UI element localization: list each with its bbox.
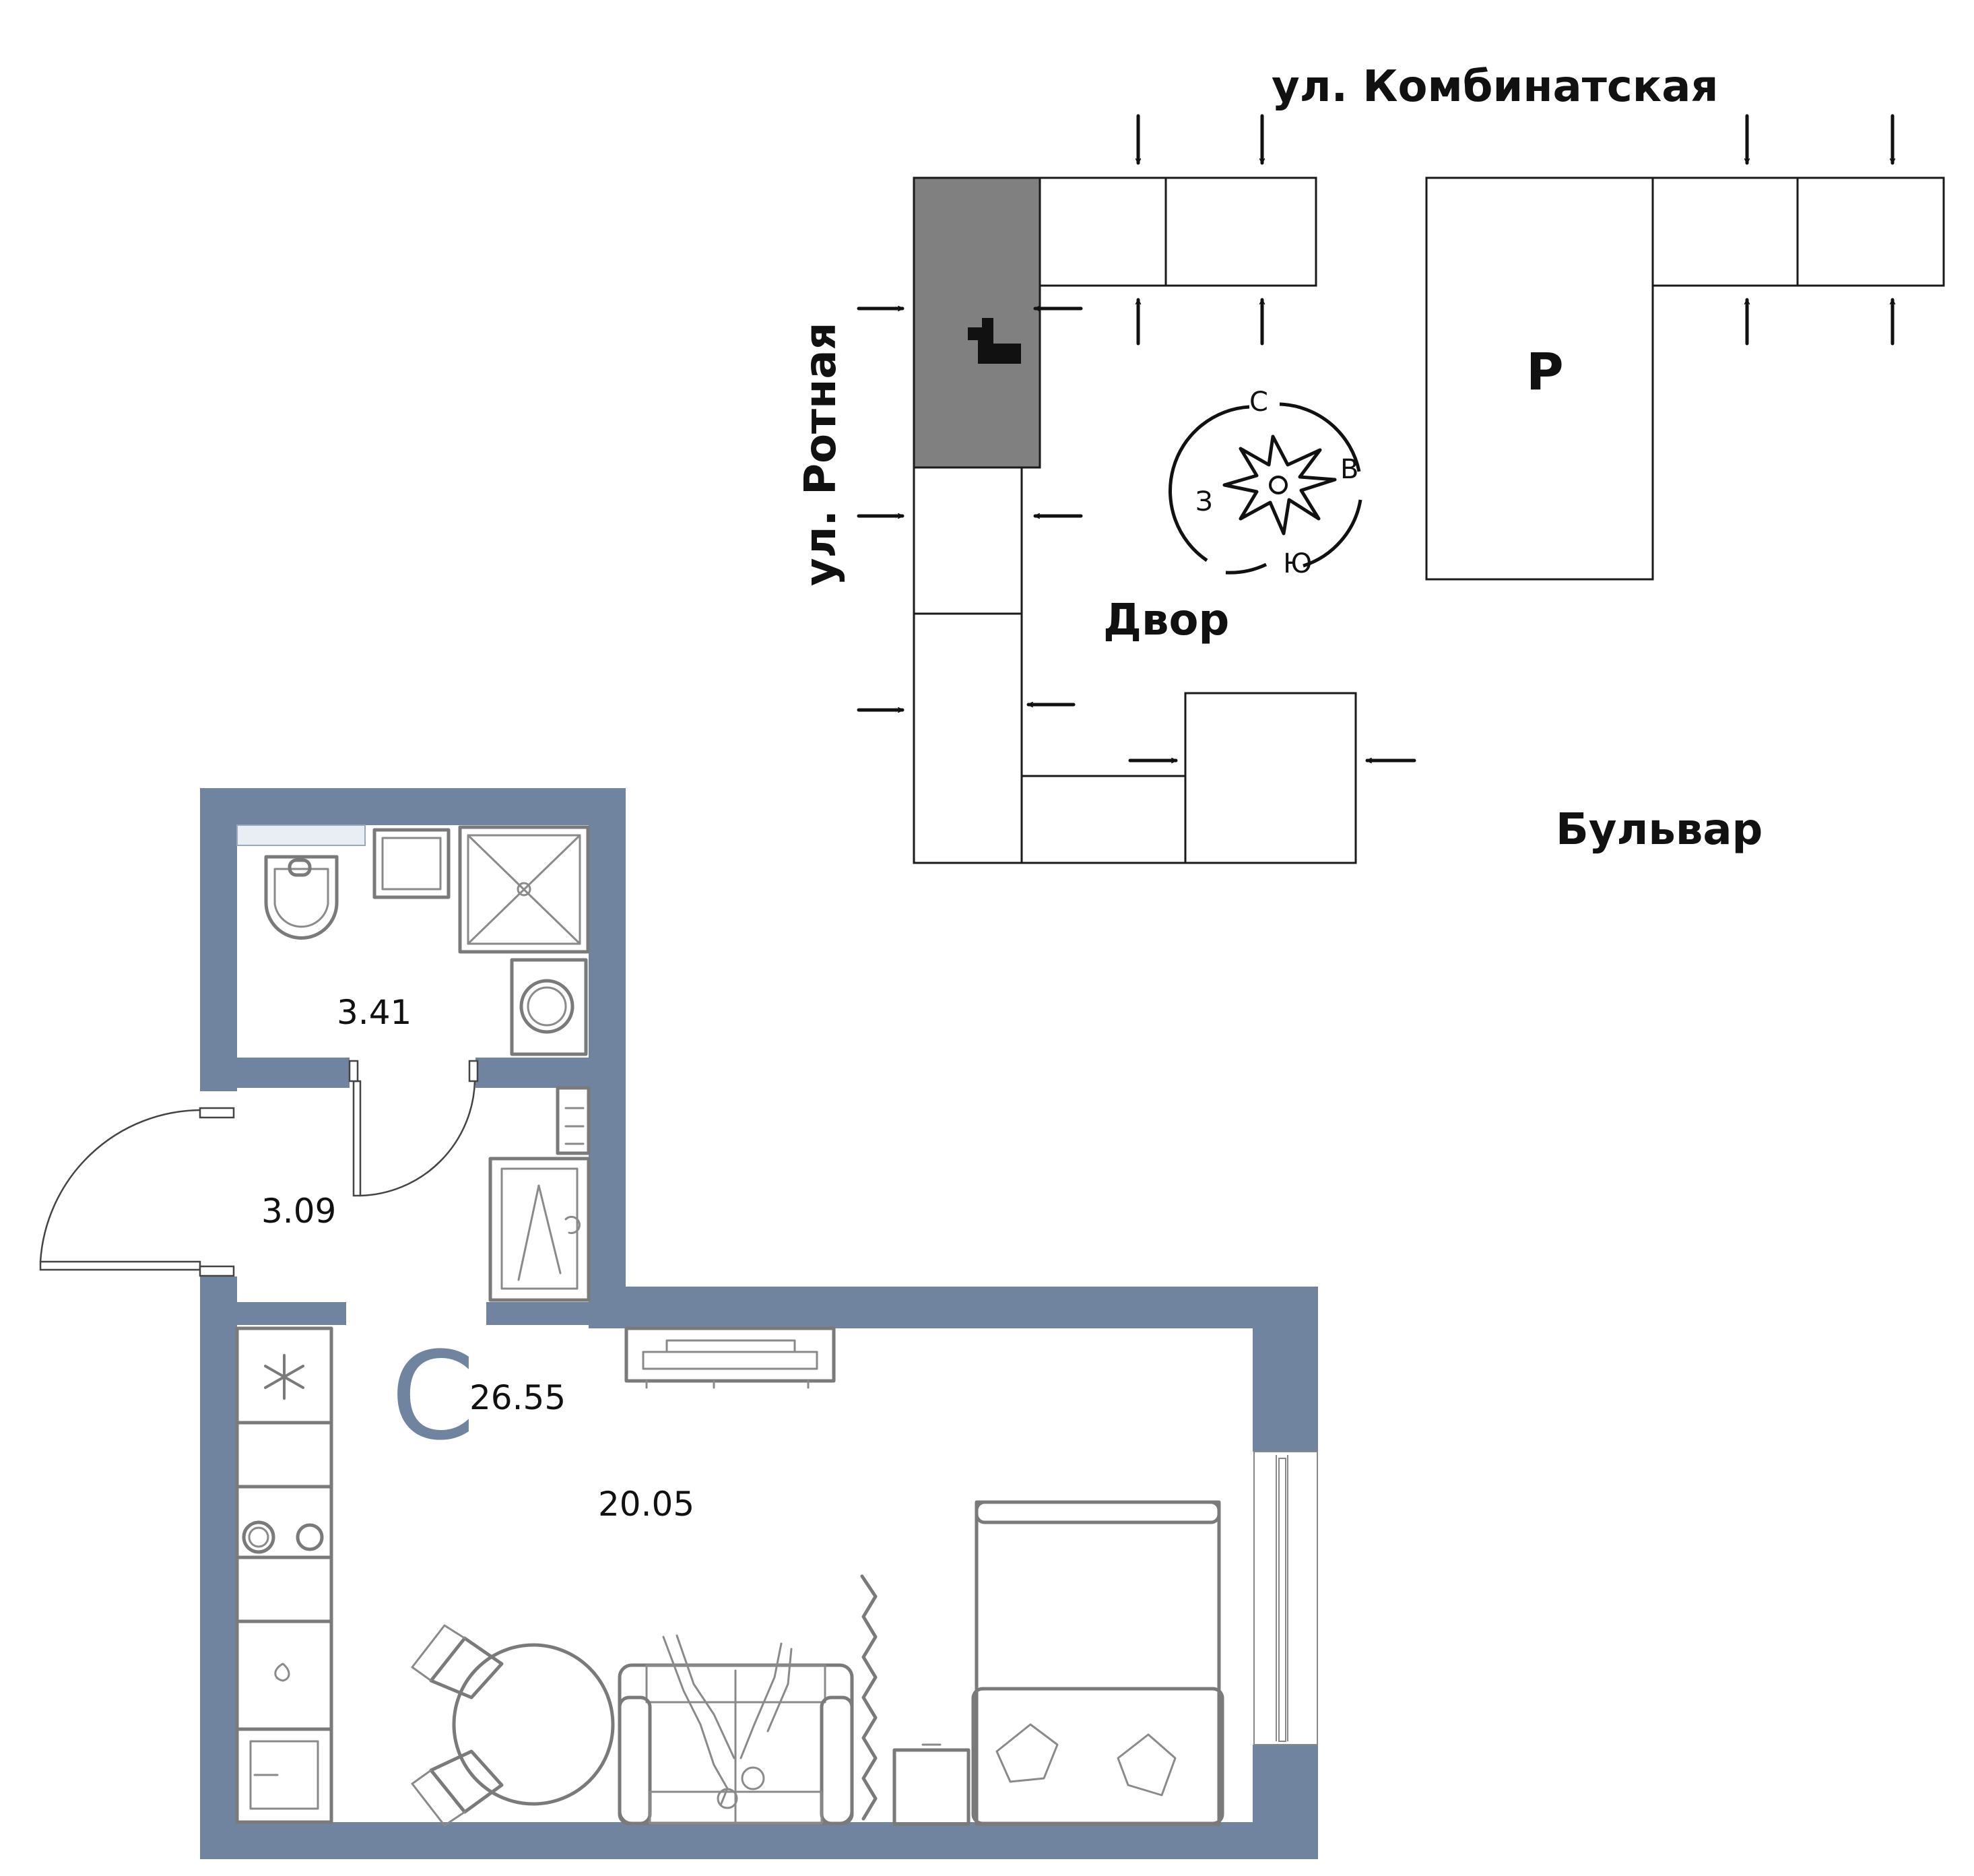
site-plan: ул. Комбинатская ул. Ротная Двор Бульвар… (796, 62, 1945, 864)
compass-south: Ю (1283, 548, 1312, 579)
building-section (1796, 176, 1945, 287)
compass-rose: С В З Ю (1169, 387, 1362, 579)
bathroom-fixtures (264, 825, 590, 1056)
wardrobe (488, 1086, 591, 1302)
floor-plan: 3.41 3.09 20.05 С 26.55 (39, 788, 1318, 1859)
washing-machine (510, 958, 588, 1056)
bathroom-window (236, 824, 366, 846)
building-highlighted-section (913, 176, 1041, 469)
bathroom-area-label: 3.41 (337, 993, 412, 1032)
building-section (1020, 775, 1187, 864)
building-section (1164, 176, 1317, 287)
walls (200, 788, 1318, 1859)
building-section (1651, 176, 1799, 287)
shower-tray (458, 825, 590, 954)
street-north-label: ул. Комбинатская (1272, 62, 1718, 112)
room-divider (860, 1574, 878, 1821)
sink (372, 828, 451, 899)
apartment-type-label: С (391, 1326, 475, 1467)
building-section (913, 612, 1023, 864)
boulevard-label: Бульвар (1556, 805, 1763, 855)
parking-label: Р (1526, 342, 1564, 401)
window (1253, 1451, 1318, 1745)
building-section (913, 466, 1023, 615)
kitchen (235, 1326, 333, 1824)
compass-north: С (1249, 387, 1268, 418)
building-section (1184, 692, 1357, 864)
hallway-area-label: 3.09 (261, 1192, 336, 1231)
entrance-arrows (857, 114, 1893, 761)
street-west-label: ул. Ротная (796, 322, 846, 586)
bed (971, 1500, 1224, 1826)
apartment-location-marker (968, 318, 1021, 364)
parking-building (1425, 176, 1654, 581)
tv-stand (624, 1326, 836, 1389)
compass-west: З (1195, 486, 1213, 517)
living-area-label: 20.05 (598, 1485, 694, 1524)
total-area-label: 26.55 (469, 1378, 566, 1417)
nightstand (892, 1743, 970, 1826)
yard-label: Двор (1103, 595, 1229, 645)
building-section (1039, 176, 1167, 287)
doors (39, 1060, 479, 1277)
compass-east: В (1340, 454, 1358, 485)
dining-table (411, 1624, 615, 1827)
sofa (618, 1634, 854, 1825)
snowflake-icon (264, 1354, 304, 1400)
